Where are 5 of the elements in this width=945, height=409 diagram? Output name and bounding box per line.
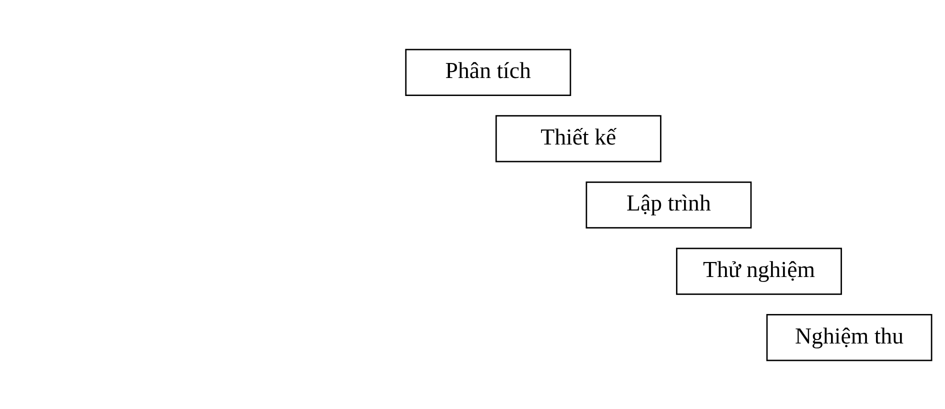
node-box: Phân tích xyxy=(404,48,571,96)
node-box: Nghiệm thu xyxy=(766,314,932,361)
node-box: Lập trình xyxy=(585,180,752,228)
node-box: Thử nghiệm xyxy=(676,247,842,294)
node-box: Thiết kế xyxy=(494,114,661,162)
